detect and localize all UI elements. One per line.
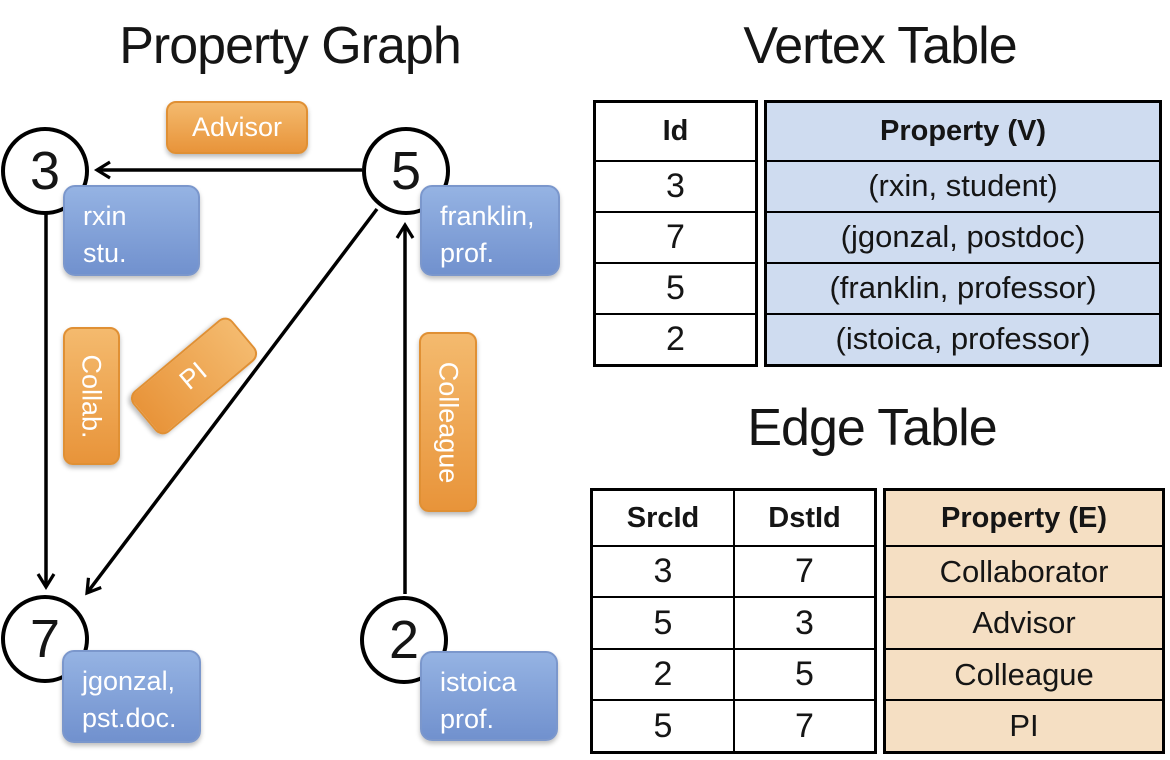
node-2-property-box: istoica prof. — [420, 651, 558, 741]
edge-row-3-dst: 7 — [733, 699, 877, 754]
edge-row-1-src: 5 — [590, 596, 735, 650]
vertex-row-1-id: 7 — [593, 210, 758, 264]
node-5: 5 — [362, 127, 450, 215]
edge-row-0-property: Collaborator — [883, 544, 1165, 599]
edge-row-2-property: Colleague — [883, 647, 1165, 702]
edge-row-1-property: Advisor — [883, 596, 1165, 650]
edge-label-colleague: Colleague — [419, 332, 477, 512]
edge-row-0-src: 3 — [590, 544, 735, 599]
vertex-row-2-property: (franklin, professor) — [764, 261, 1162, 315]
edge-label-advisor-text: Advisor — [191, 112, 283, 142]
vertex-row-3-id: 2 — [593, 312, 758, 367]
edge-property-header: Property (E) — [883, 488, 1165, 547]
edge-row-1-dst: 3 — [733, 596, 877, 650]
edge-row-3-property: PI — [883, 699, 1165, 754]
graph-title: Property Graph — [119, 17, 462, 75]
edge-row-2-dst: 5 — [733, 647, 877, 702]
edge-row-0-dst: 7 — [733, 544, 877, 599]
vertex-row-0-id: 3 — [593, 160, 758, 213]
node-5-id: 5 — [390, 141, 422, 201]
vertex-row-1-property: (jgonzal, postdoc) — [764, 210, 1162, 264]
node-2-id: 2 — [388, 610, 420, 670]
vertex-id-header: Id — [593, 100, 758, 162]
edge-srcdst-table: SrcId DstId 3 7 5 3 2 5 5 7 — [590, 488, 877, 754]
vertex-property-header: Property (V) — [764, 100, 1162, 162]
edge-label-collab-text: Collab. — [77, 353, 108, 439]
edge-table-title: Edge Table — [747, 399, 997, 457]
vertex-id-table: Id 3 7 5 2 — [593, 100, 758, 367]
node-5-property-box: franklin, prof. — [420, 185, 560, 276]
edge-label-collab: Collab. — [63, 327, 120, 465]
node-7-id: 7 — [29, 609, 61, 669]
vertex-property-table: Property (V) (rxin, student) (jgonzal, p… — [764, 100, 1162, 367]
node-3-id: 3 — [29, 141, 61, 201]
edge-5-to-7-pi — [85, 207, 379, 596]
node-3-property-box: rxin stu. — [63, 185, 200, 276]
edge-row-3-src: 5 — [590, 699, 735, 754]
vertex-row-0-property: (rxin, student) — [764, 160, 1162, 213]
node-2: 2 — [360, 596, 448, 684]
edge-row-2-src: 2 — [590, 647, 735, 702]
edge-label-colleague-text: Colleague — [433, 361, 464, 483]
edge-dst-header: DstId — [733, 488, 877, 547]
vertex-row-2-id: 5 — [593, 261, 758, 315]
edge-src-header: SrcId — [590, 488, 735, 547]
graph-edges-svg — [36, 160, 415, 596]
vertex-row-3-property: (istoica, professor) — [764, 312, 1162, 367]
node-7-property-box: jgonzal, pst.doc. — [62, 650, 201, 743]
edge-property-table: Property (E) Collaborator Advisor Collea… — [883, 488, 1165, 754]
vertex-table-title: Vertex Table — [743, 17, 1017, 75]
edge-label-advisor: Advisor — [166, 101, 308, 154]
edge-label-pi-text: PI — [174, 355, 214, 396]
